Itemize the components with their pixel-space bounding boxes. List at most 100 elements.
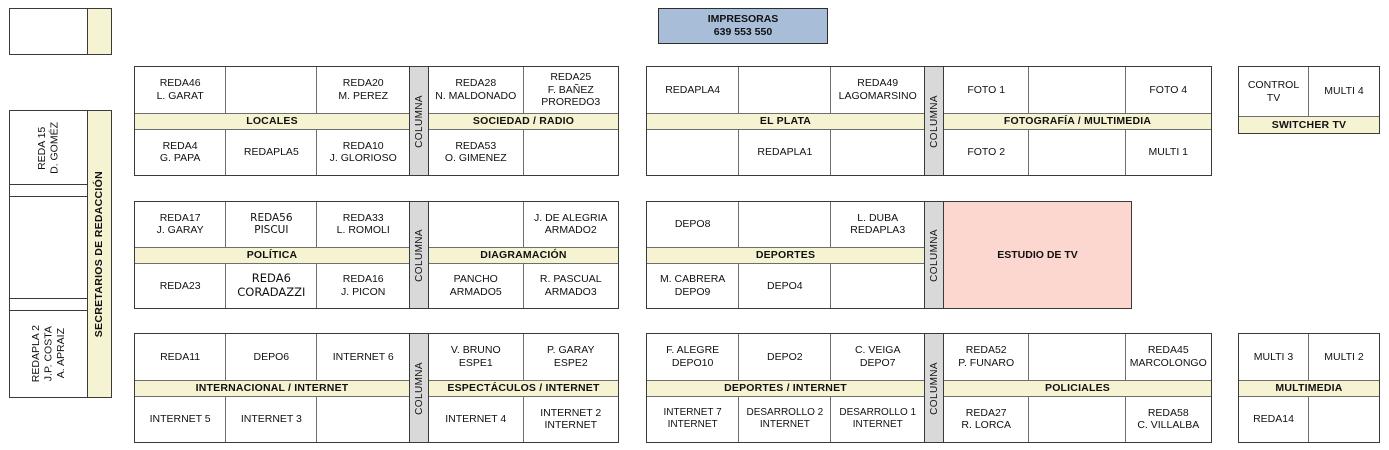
printers-title: IMPRESORAS [707, 12, 779, 25]
seat-cell[interactable]: REDA58 C. VILLALBA [1137, 406, 1200, 432]
columna-divider: COLUMNA [924, 202, 944, 308]
seat-cell[interactable]: DESARROLLO 2 INTERNET [739, 396, 832, 442]
group-label-fotografia-multimedia: FOTOGRAFÍA / MULTIMEDIA [944, 112, 1211, 130]
printers-block: IMPRESORAS 639 553 550 [658, 8, 828, 44]
seat-cell[interactable] [1029, 334, 1126, 380]
seat-cell[interactable]: DEPO6 [226, 334, 318, 380]
seat-cell[interactable]: REDA14 [1239, 396, 1309, 442]
seat-cell[interactable]: REDA25 F. BAÑEZ PROREDO3 [541, 71, 601, 108]
seat-cell[interactable]: INTERNET 3 [226, 396, 318, 442]
seat-cell[interactable]: REDAPLA4 [647, 67, 740, 113]
seat-cell[interactable] [1029, 129, 1126, 175]
group-label-deportes: DEPORTES [647, 246, 924, 264]
sidebar-cell-spacer-top [10, 185, 87, 197]
group-label-sociedad-radio: SOCIEDAD / RADIO [429, 112, 618, 130]
seat-cell[interactable]: INTERNET 7 INTERNET [647, 396, 740, 442]
printers-numbers: 639 553 550 [713, 26, 773, 38]
seat-cell[interactable]: REDAPLA5 [226, 129, 318, 175]
seat-cell[interactable] [1029, 396, 1126, 442]
seat-cell[interactable] [317, 397, 409, 443]
seat-cell[interactable]: R. PASCUAL ARMADO3 [539, 273, 602, 298]
seat-cell[interactable]: L. DUBA REDAPLA3 [850, 211, 906, 237]
seat-cell[interactable]: F. ALEGRE DEPO10 [647, 334, 740, 380]
seat-cell[interactable]: CONTROL TV [1239, 67, 1309, 116]
seat-cell[interactable]: REDA27 R. LORCA [944, 396, 1030, 442]
group-multimedia: MULTI 3 MULTI 2 MULTIMEDIA REDA14 [1238, 333, 1380, 443]
group-label-el-plata: EL PLATA [647, 112, 924, 130]
seat-cell[interactable]: REDA16 J. PICON [341, 273, 386, 298]
seat-cell[interactable]: DEPO2 [739, 334, 832, 380]
estudio-de-tv-area[interactable]: ESTUDIO DE TV [944, 202, 1131, 308]
seat-cell[interactable] [524, 130, 619, 176]
seat-cell[interactable]: MULTI 2 [1324, 350, 1364, 363]
group-deportes-internet-policiales: F. ALEGRE DEPO10 DEPO2 C. VEIGA DEPO7 DE… [646, 333, 1212, 443]
group-switcher-tv: CONTROL TV MULTI 4 SWITCHER TV [1238, 66, 1380, 134]
seat-cell[interactable]: INTERNET 4 [429, 396, 524, 442]
seat-cell[interactable]: DEPO4 [739, 263, 832, 308]
seat-cell[interactable]: REDA17 J. GARAY [135, 202, 227, 247]
sidebar-cell-redapla2: REDAPLA 2 J.P. COSTA A. APRAIZ [10, 311, 87, 397]
seat-cell[interactable]: FOTO 4 [1149, 83, 1188, 96]
seat-cell[interactable]: REDA56 PISCUI [226, 202, 318, 247]
seat-cell[interactable] [739, 67, 832, 113]
seat-cell[interactable]: DESARROLLO 1 INTERNET [839, 407, 917, 431]
seat-cell[interactable] [429, 202, 524, 247]
seat-cell[interactable]: REDA45 MARCOLONGO [1129, 344, 1207, 369]
seat-cell[interactable]: DEPO8 [647, 202, 740, 247]
group-label-multimedia: MULTIMEDIA [1239, 379, 1379, 397]
seat-cell[interactable]: REDA4 G. PAPA [135, 129, 227, 175]
seat-cell[interactable]: FOTO 2 [944, 129, 1030, 175]
seat-cell[interactable]: REDAPLA1 [739, 129, 832, 175]
seat-cell[interactable]: INTERNET 5 [135, 396, 227, 442]
seat-cell[interactable]: MULTI 4 [1324, 85, 1364, 98]
seat-cell[interactable]: MULTI 3 [1239, 334, 1309, 380]
seat-cell[interactable]: M. CABRERA DEPO9 [647, 263, 740, 308]
seat-cell[interactable]: V. BRUNO ESPE1 [429, 334, 524, 380]
columna-divider: COLUMNA [409, 334, 429, 442]
seat-cell[interactable]: J. DE ALEGRIA ARMADO2 [533, 211, 608, 237]
sidebar-section-label: SECRETARIOS DE REDACCIÓN [87, 111, 111, 397]
left-top-empty-cell [10, 9, 87, 54]
seat-cell[interactable] [831, 264, 924, 309]
group-internacional-espectaculos: REDA11 DEPO6 INTERNET 6 INTERNACIONAL / … [134, 333, 619, 443]
seat-cell[interactable]: REDA23 [135, 263, 227, 308]
seat-cell[interactable]: FOTO 1 [944, 67, 1030, 113]
group-label-switcher-tv: SWITCHER TV [1239, 116, 1379, 133]
seat-cell[interactable] [1309, 397, 1379, 443]
group-label-deportes-internet: DEPORTES / INTERNET [647, 379, 924, 397]
seat-cell[interactable]: REDA6 CORADAZZI [226, 263, 318, 308]
seat-cell[interactable]: REDA49 LAGOMARSINO [838, 77, 917, 102]
left-top-yellow-strip [87, 9, 111, 54]
group-label-espectaculos-internet: ESPECTÁCULOS / INTERNET [429, 379, 618, 397]
seat-cell[interactable] [831, 130, 924, 176]
seat-cell[interactable]: PANCHO ARMADO5 [429, 263, 524, 308]
seat-cell[interactable]: INTERNET 6 [332, 350, 394, 363]
seat-cell[interactable] [1029, 67, 1126, 113]
seat-cell[interactable]: REDA20 M. PEREZ [338, 77, 389, 102]
group-locales-sociedad: REDA46 L. GARAT REDA20 M. PEREZ LOCALES … [134, 66, 619, 176]
seat-cell[interactable]: P. GARAY ESPE2 [547, 344, 595, 369]
seat-cell[interactable]: REDA46 L. GARAT [135, 67, 227, 113]
group-politica-diagramacion: REDA17 J. GARAY REDA56 PISCUI REDA33 L. … [134, 201, 619, 309]
seat-cell[interactable] [647, 129, 740, 175]
sidebar-cell-empty [10, 197, 87, 299]
seat-cell[interactable]: REDA10 J. GLORIOSO [329, 139, 397, 165]
group-elplata-fotografia: REDAPLA4 REDA49 LAGOMARSINO EL PLATA RED… [646, 66, 1212, 176]
seat-cell[interactable]: REDA33 L. ROMOLI [336, 211, 390, 237]
sidebar-cell-reda15: REDA 15 D. GOMÉZ [10, 111, 87, 185]
group-label-politica: POLÍTICA [135, 246, 409, 264]
seat-cell[interactable]: INTERNET 2 INTERNET [540, 406, 602, 432]
columna-divider: COLUMNA [409, 202, 429, 308]
seat-cell[interactable]: REDA52 P. FUNARO [944, 334, 1030, 380]
seat-cell[interactable] [739, 202, 832, 247]
seat-cell[interactable]: REDA53 O. GIMENEZ [429, 129, 524, 175]
seat-cell[interactable]: REDA11 [135, 334, 227, 380]
columna-divider: COLUMNA [409, 67, 429, 175]
left-top-box [9, 8, 112, 55]
seat-cell[interactable] [226, 67, 318, 113]
seat-cell[interactable]: REDA28 N. MALDONADO [429, 67, 524, 113]
seat-cell[interactable]: MULTI 1 [1148, 146, 1188, 159]
group-label-locales: LOCALES [135, 112, 409, 130]
seat-cell[interactable]: C. VEIGA DEPO7 [854, 344, 901, 369]
